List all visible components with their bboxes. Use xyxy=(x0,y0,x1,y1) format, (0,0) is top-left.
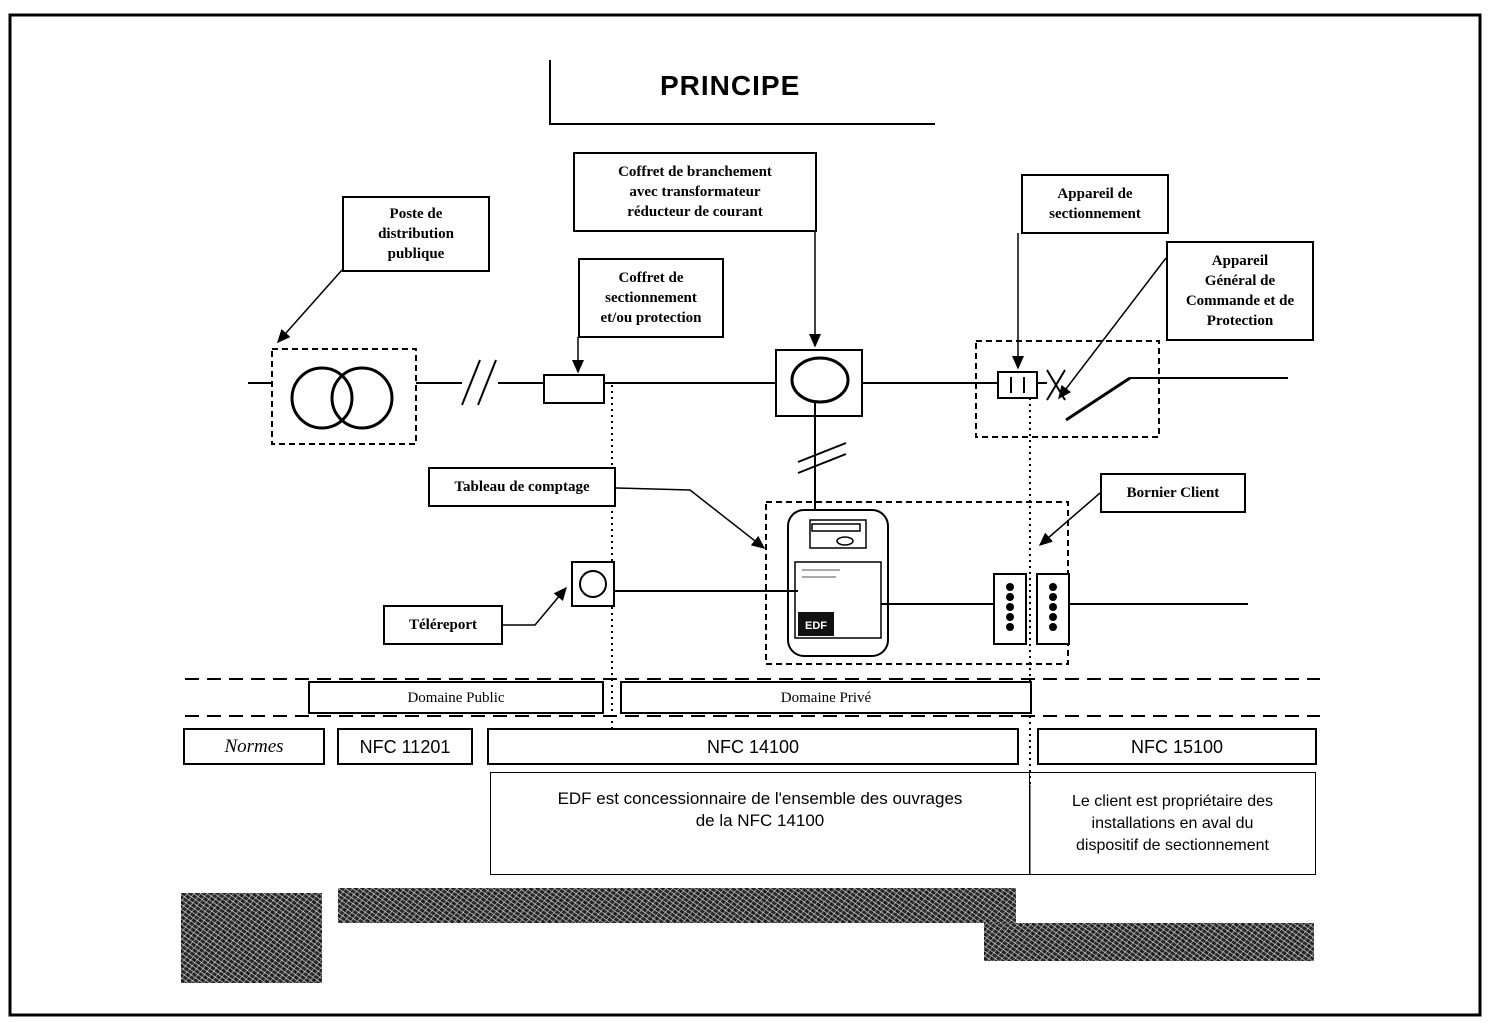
page-frame xyxy=(8,13,1482,1017)
arrow-agcp xyxy=(1058,257,1167,400)
label-bornier-client: Bornier Client xyxy=(1100,473,1246,513)
agcp-dashed-box xyxy=(975,340,1160,438)
domain-prive: Domaine Privé xyxy=(620,681,1032,714)
poste-dashed-box xyxy=(271,348,417,445)
current-transformer-symbol xyxy=(790,356,850,404)
note-client: Le client est propriétaire des installat… xyxy=(1030,772,1316,875)
scan-noise-block-left xyxy=(181,893,322,983)
label-appareil-general: Appareil Général de Commande et de Prote… xyxy=(1166,241,1314,341)
label-telereport: Téléreport xyxy=(383,605,503,645)
page-title: PRINCIPE xyxy=(660,70,801,101)
coffret-sectionnement-symbol xyxy=(543,374,605,404)
scan-noise-bar-center xyxy=(338,888,1016,923)
domain-public: Domaine Public xyxy=(308,681,604,714)
svg-text:EDF: EDF xyxy=(805,620,827,632)
transformer-coil-left xyxy=(290,366,354,430)
norms-label: Normes xyxy=(183,728,325,765)
arrow-tableau xyxy=(615,487,766,549)
arrow-poste xyxy=(277,269,343,344)
label-tableau-comptage: Tableau de comptage xyxy=(428,467,616,507)
norm-nfc15100: NFC 15100 xyxy=(1037,728,1317,765)
arrow-bornier xyxy=(1038,492,1101,546)
label-coffret-sectionnement: Coffret de sectionnement et/ou protectio… xyxy=(578,258,724,338)
arrow-telereport xyxy=(503,586,567,626)
scan-noise-bar-right xyxy=(984,923,1314,961)
label-coffret-branchement: Coffret de branchement avec transformate… xyxy=(573,152,817,232)
norm-nfc11201: NFC 11201 xyxy=(337,728,473,765)
label-appareil-sectionnement: Appareil de sectionnement xyxy=(1021,174,1169,234)
note-edf: EDF est concessionnaire de l'ensemble de… xyxy=(490,772,1030,875)
transformer-coil-right xyxy=(330,366,394,430)
telereport-symbol xyxy=(571,561,615,607)
sectionneur-symbol xyxy=(997,371,1038,399)
norm-nfc14100: NFC 14100 xyxy=(487,728,1019,765)
label-poste-distribution: Poste de distribution publique xyxy=(342,196,490,272)
